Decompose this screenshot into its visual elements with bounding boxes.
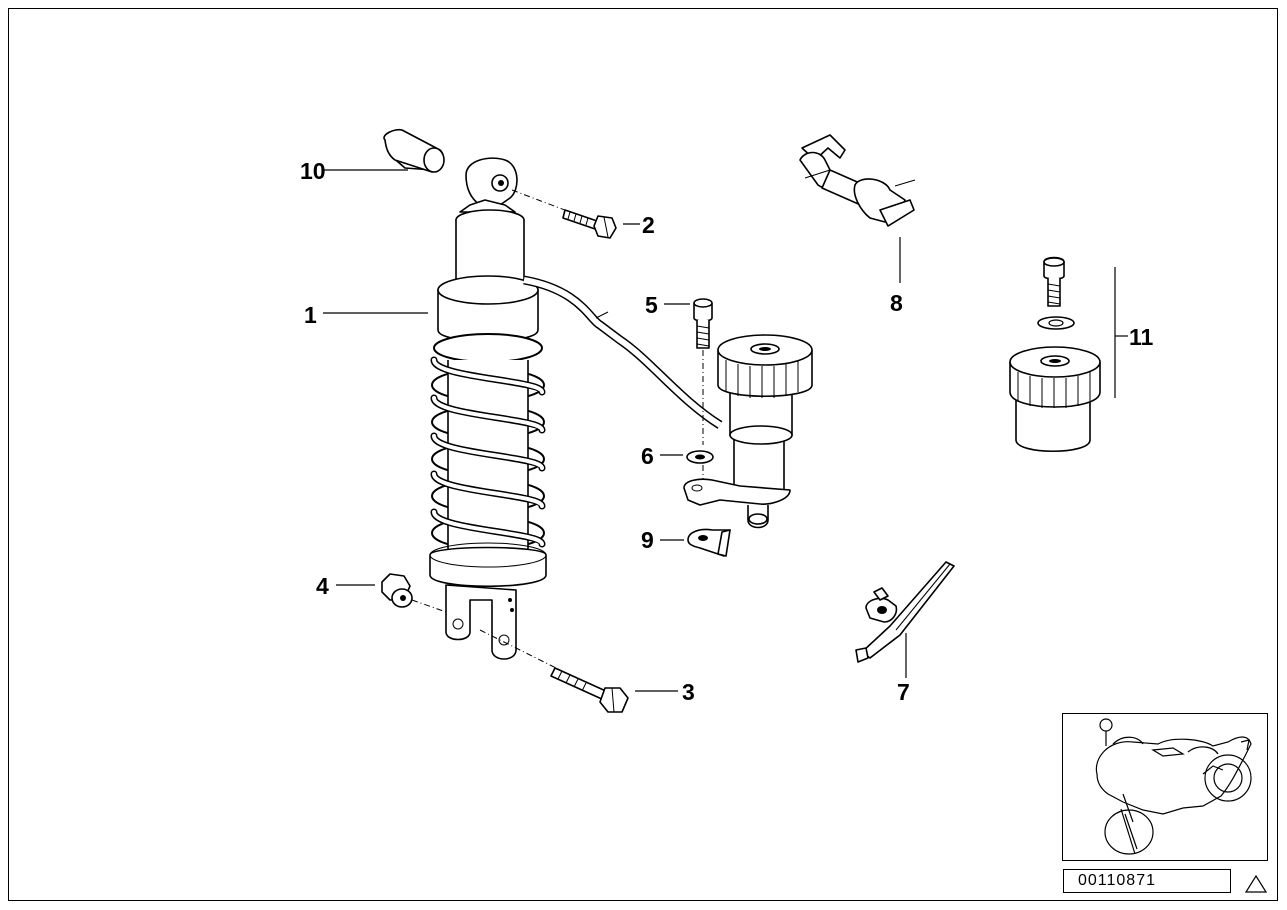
shock-absorber[interactable] — [429, 157, 723, 660]
motorcycle-thumbnail — [1062, 713, 1268, 861]
warning-triangle-icon — [1244, 874, 1268, 893]
preload-adjuster-reservoir[interactable] — [683, 334, 813, 529]
callout-10: 10 — [300, 158, 326, 184]
diagram-frame — [8, 8, 1278, 901]
callout-11: 11 — [1129, 324, 1154, 350]
washer-6[interactable] — [686, 450, 714, 485]
callout-8: 8 — [890, 290, 903, 316]
callout-9: 9 — [641, 527, 654, 553]
callout-1: 1 — [304, 302, 317, 328]
hex-bolt-3[interactable] — [479, 629, 629, 713]
callout-3: 3 — [682, 679, 695, 705]
callout-4: 4 — [316, 573, 329, 599]
leader-lines — [323, 169, 1128, 692]
socket-screw-5[interactable] — [693, 298, 713, 445]
callout-labels: 10 2 1 4 3 5 6 9 8 7 11 — [300, 158, 1154, 705]
cable-tie-with-clip[interactable] — [855, 561, 955, 663]
hex-bolt-2[interactable] — [511, 189, 617, 239]
mounting-bracket-9[interactable] — [687, 528, 731, 557]
reference-number: 00110871 — [1063, 869, 1231, 893]
callout-2: 2 — [642, 212, 655, 238]
callout-5: 5 — [645, 292, 658, 318]
double-hose-clamp[interactable] — [799, 134, 916, 227]
callout-7: 7 — [897, 679, 910, 705]
collar-nut[interactable] — [381, 573, 447, 613]
motorcycle-thumbnail-icon — [1095, 718, 1252, 855]
callout-6: 6 — [641, 443, 654, 469]
adjuster-knob-kit[interactable] — [1009, 256, 1101, 452]
rubber-bushing-part[interactable] — [383, 128, 445, 173]
